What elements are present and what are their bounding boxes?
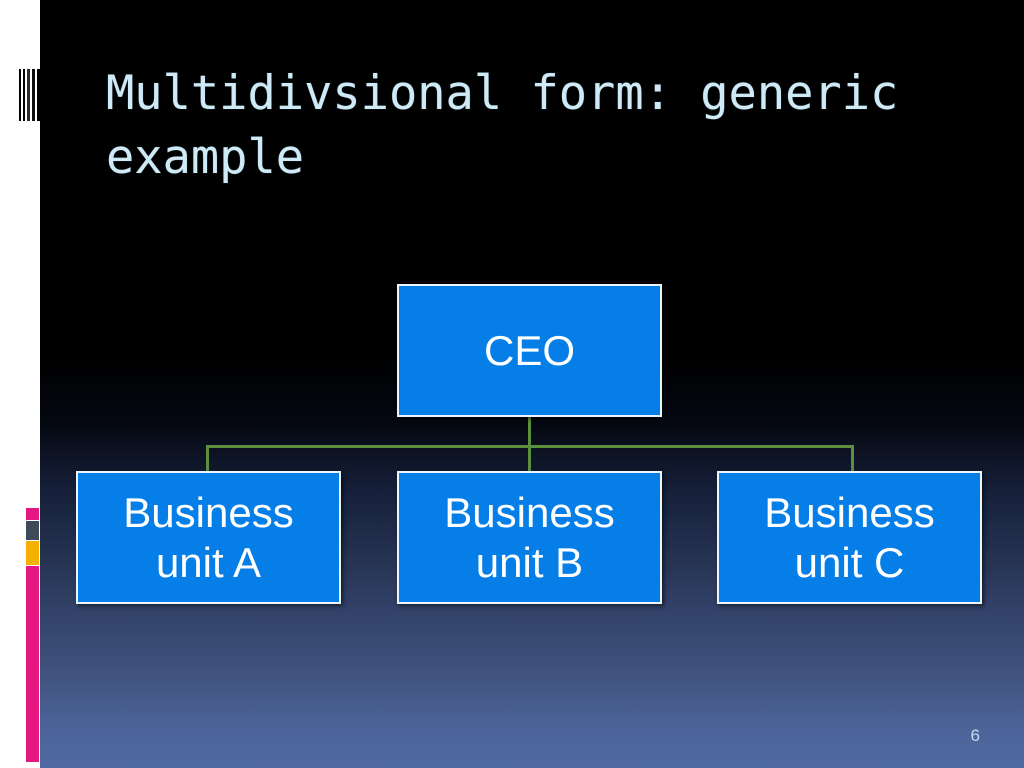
connector-ceo-stem — [528, 417, 531, 447]
connector-to-business-unit-b — [528, 445, 531, 473]
color-segment-magenta-bar — [26, 566, 39, 762]
org-node-business-unit-b[interactable]: Business unit B — [397, 471, 662, 604]
color-segment-slate-tick — [26, 521, 39, 540]
org-node-ceo[interactable]: CEO — [397, 284, 662, 417]
org-node-business-unit-a[interactable]: Business unit A — [76, 471, 341, 604]
rail-line-5 — [37, 69, 41, 121]
color-segment-pink-tick — [26, 508, 39, 520]
rail-line-3 — [27, 69, 30, 121]
rail-line-2 — [23, 69, 25, 121]
rail-line-1 — [19, 69, 21, 121]
rail-line-4 — [32, 69, 35, 121]
barcode-lines-icon — [19, 69, 41, 121]
slide-title: Multidivsional form: generic example — [106, 66, 927, 185]
org-node-business-unit-c[interactable]: Business unit C — [717, 471, 982, 604]
connector-to-business-unit-c — [851, 445, 854, 473]
left-decoration-rail — [0, 0, 41, 768]
page-number: 6 — [970, 726, 980, 745]
connector-to-business-unit-a — [206, 445, 209, 473]
color-segment-yellow-tick — [26, 541, 39, 565]
